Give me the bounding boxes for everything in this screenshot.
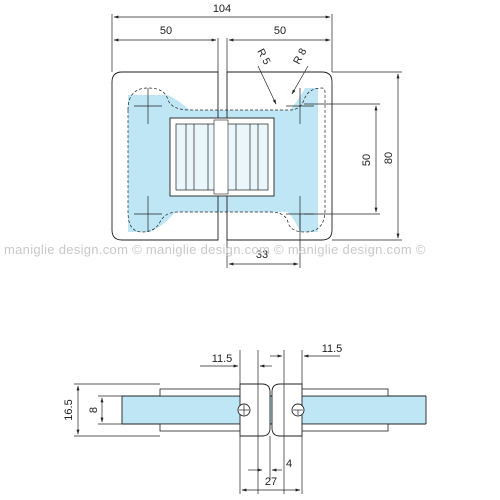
dim-glass-thickness: 8 (88, 407, 100, 413)
dim-bottom-offset: 33 (256, 249, 268, 261)
dim-right-half: 50 (274, 25, 286, 37)
side-view: 11.5 11.5 16.5 8 4 27 (63, 343, 427, 494)
top-view: 104 50 50 R 5 R 8 50 80 33 (111, 3, 402, 268)
hinge-knuckle-right (271, 383, 303, 437)
watermark-text: maniglie design.com © maniglie design.co… (4, 242, 426, 257)
dim-overall-height: 80 (383, 152, 395, 164)
dim-hinge-width: 27 (265, 476, 277, 488)
dim-pin-gap: 4 (286, 458, 292, 470)
dim-radius-small: R 5 (254, 47, 272, 67)
dim-right-gap: 11.5 (322, 343, 343, 355)
hinge-body (169, 117, 275, 197)
hinge-knuckle-left (239, 383, 271, 437)
dim-left-gap: 11.5 (212, 353, 233, 365)
glass-cutout-dashed (127, 87, 326, 233)
dim-overall-width: 104 (213, 3, 231, 15)
dim-radius-large: R 8 (291, 46, 309, 66)
right-plate-outline (226, 71, 333, 241)
left-plate-outline (111, 71, 219, 241)
dim-left-half: 50 (160, 25, 172, 37)
dim-total-thickness: 16.5 (63, 399, 75, 420)
center-marks (134, 88, 314, 232)
dim-slot-height: 50 (361, 154, 373, 166)
